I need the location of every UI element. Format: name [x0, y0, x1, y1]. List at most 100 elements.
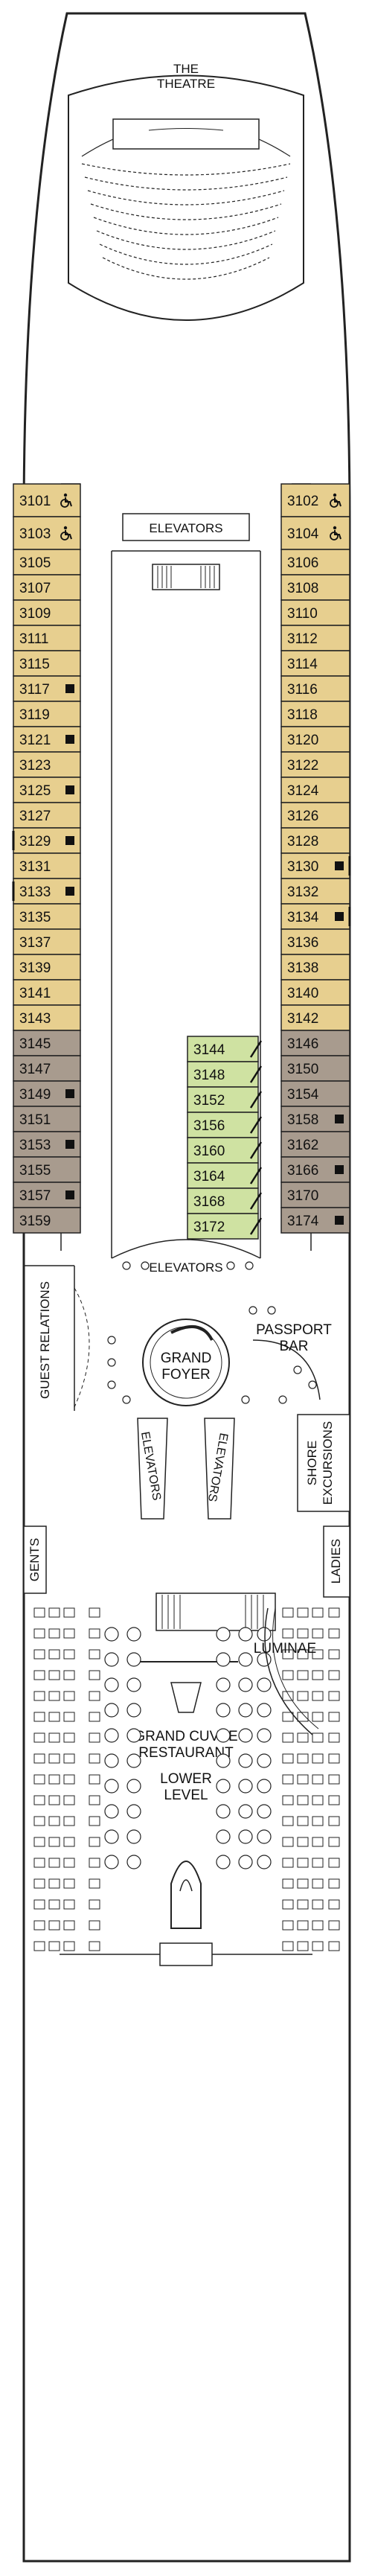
cabin-3122[interactable]: 3122: [280, 751, 350, 778]
cabin-number: 3107: [19, 581, 51, 596]
black-square-icon: [65, 785, 74, 794]
diagonal-line-icon: [249, 1141, 263, 1159]
cabin-3106[interactable]: 3106: [280, 549, 350, 576]
cabin-3146[interactable]: 3146: [280, 1030, 350, 1056]
cabin-3148[interactable]: 3148: [187, 1061, 263, 1088]
cabin-3133[interactable]: 3133: [12, 878, 81, 905]
cabin-3112[interactable]: 3112: [280, 625, 350, 651]
cabin-number: 3109: [19, 606, 51, 622]
luminae-label: LUMINAE: [254, 1641, 316, 1657]
cabin-3101[interactable]: 3101: [13, 483, 81, 517]
cabin-3120[interactable]: 3120: [280, 726, 350, 753]
cabin-3135[interactable]: 3135: [13, 903, 81, 930]
cabin-3170[interactable]: 3170: [280, 1182, 350, 1208]
theatre: THE THEATRE: [68, 62, 304, 321]
cabin-3136[interactable]: 3136: [280, 928, 350, 955]
cabin-3172[interactable]: 3172: [187, 1213, 263, 1240]
cabin-3160[interactable]: 3160: [187, 1137, 263, 1164]
cabin-number: 3152: [193, 1093, 225, 1109]
cabin-3154[interactable]: 3154: [280, 1080, 350, 1107]
restaurant-tables: [33, 1607, 340, 1951]
cabin-number: 3148: [193, 1068, 225, 1083]
cabin-3152[interactable]: 3152: [187, 1086, 263, 1113]
cabin-3158[interactable]: 3158: [280, 1106, 350, 1132]
cabin-3144[interactable]: 3144: [187, 1036, 263, 1062]
cabin-3108[interactable]: 3108: [280, 574, 350, 601]
cabin-number: 3119: [19, 707, 50, 723]
cabin-3119[interactable]: 3119: [13, 701, 81, 727]
wheelchair-icon: [330, 493, 341, 508]
cabin-3128[interactable]: 3128: [280, 827, 350, 854]
cabin-3126[interactable]: 3126: [280, 802, 350, 829]
restrooms: GENTS LADIES: [23, 1525, 350, 1598]
cabin-number: 3118: [287, 707, 318, 723]
cabin-3116[interactable]: 3116: [280, 675, 350, 702]
cabin-3149[interactable]: 3149: [13, 1080, 81, 1107]
cabin-3127[interactable]: 3127: [13, 802, 81, 829]
cabin-3132[interactable]: 3132: [280, 878, 350, 905]
diagonal-line-icon: [249, 1065, 263, 1083]
cabin-3134[interactable]: 3134: [280, 903, 351, 930]
diagonal-line-icon: [249, 1091, 263, 1109]
cabin-3123[interactable]: 3123: [13, 751, 81, 778]
cabin-3166[interactable]: 3166: [280, 1156, 350, 1183]
cabin-3124[interactable]: 3124: [280, 777, 350, 803]
cabin-number: 3108: [287, 581, 318, 596]
cabin-number: 3127: [19, 809, 51, 824]
cabin-3151[interactable]: 3151: [13, 1106, 81, 1132]
cabin-number: 3138: [287, 960, 318, 976]
cabin-3114[interactable]: 3114: [280, 650, 350, 677]
cabin-3141[interactable]: 3141: [13, 979, 81, 1006]
cabin-3102[interactable]: 3102: [280, 483, 350, 517]
cabin-3150[interactable]: 3150: [280, 1055, 350, 1082]
cabin-3121[interactable]: 3121: [13, 726, 81, 753]
cabin-3168[interactable]: 3168: [187, 1187, 263, 1214]
passport-bar-label-2: BAR: [279, 1339, 308, 1354]
cabin-3157[interactable]: 3157: [13, 1182, 81, 1208]
black-square-icon: [335, 1216, 344, 1225]
cabin-3137[interactable]: 3137: [13, 928, 81, 955]
cabin-3164[interactable]: 3164: [187, 1162, 263, 1189]
elevators-mid-label: ELEVATORS: [149, 1260, 222, 1275]
cabin-3145[interactable]: 3145: [13, 1030, 81, 1056]
cabin-3138[interactable]: 3138: [280, 954, 350, 981]
cabin-number: 3129: [19, 834, 51, 849]
cabin-3104[interactable]: 3104: [280, 516, 350, 550]
cabin-3153[interactable]: 3153: [13, 1131, 81, 1158]
lower-level-label-2: LEVEL: [164, 1788, 208, 1803]
cabin-3130[interactable]: 3130: [280, 852, 351, 879]
cabin-3143[interactable]: 3143: [13, 1004, 81, 1031]
cabin-3125[interactable]: 3125: [13, 777, 81, 803]
cabin-3155[interactable]: 3155: [13, 1156, 81, 1183]
cabin-3174[interactable]: 3174: [280, 1207, 350, 1234]
cabin-3109[interactable]: 3109: [13, 599, 81, 626]
diagonal-line-icon: [249, 1217, 263, 1235]
cabin-3140[interactable]: 3140: [280, 979, 350, 1006]
cabin-3105[interactable]: 3105: [13, 549, 81, 576]
diagonal-line-icon: [249, 1167, 263, 1185]
cabin-number: 3101: [19, 494, 51, 509]
black-square-icon: [65, 735, 74, 744]
cabin-number: 3172: [193, 1220, 225, 1235]
cabin-number: 3158: [287, 1112, 318, 1128]
cabin-3159[interactable]: 3159: [13, 1207, 81, 1234]
cabin-3110[interactable]: 3110: [280, 599, 350, 626]
cabin-3147[interactable]: 3147: [13, 1055, 81, 1082]
cabin-3111[interactable]: 3111: [13, 625, 81, 651]
cabin-3118[interactable]: 3118: [280, 701, 350, 727]
cabin-3131[interactable]: 3131: [13, 852, 81, 879]
cabin-3103[interactable]: 3103: [13, 516, 81, 550]
cabin-3129[interactable]: 3129: [12, 827, 81, 854]
cabin-number: 3128: [287, 834, 318, 849]
cabin-3142[interactable]: 3142: [280, 1004, 350, 1031]
cabin-3139[interactable]: 3139: [13, 954, 81, 981]
cabin-number: 3166: [287, 1163, 318, 1179]
cabin-3156[interactable]: 3156: [187, 1112, 263, 1138]
cabin-number: 3168: [193, 1194, 225, 1210]
cabin-3162[interactable]: 3162: [280, 1131, 350, 1158]
cabin-3107[interactable]: 3107: [13, 574, 81, 601]
cabin-3117[interactable]: 3117: [13, 675, 81, 702]
cabin-number: 3117: [19, 682, 50, 698]
cabin-3115[interactable]: 3115: [13, 650, 81, 677]
black-square-icon: [65, 1089, 74, 1098]
